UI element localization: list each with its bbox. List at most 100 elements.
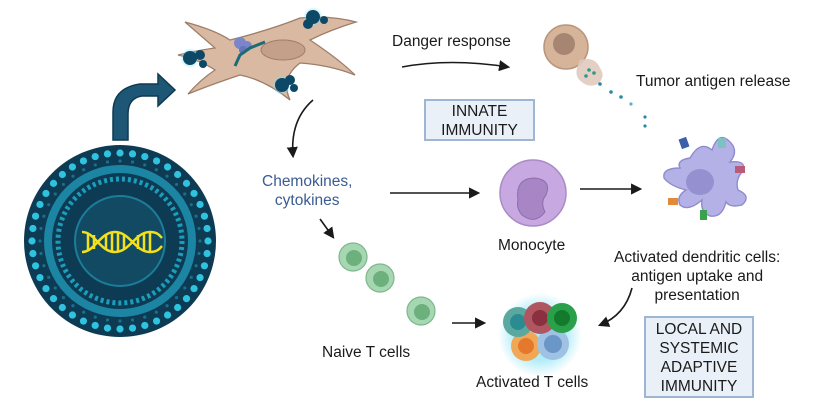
lipid-dot xyxy=(200,262,209,270)
lipid-dot xyxy=(163,311,172,319)
activated-t-cells xyxy=(498,293,582,377)
lipid-dot xyxy=(203,249,211,258)
fibroblast-cell xyxy=(177,16,359,101)
lipid-dot xyxy=(197,226,201,231)
lipid-dot xyxy=(31,262,40,270)
lipid-dot xyxy=(174,295,179,300)
label-danger-response: Danger response xyxy=(392,33,511,50)
adaptive-immunity-box: LOCAL AND SYSTEMIC ADAPTIVE IMMUNITY xyxy=(644,316,754,398)
label-activated-t-cells: Activated T cells xyxy=(476,374,589,391)
lipid-dot xyxy=(143,315,147,319)
lipid-dot xyxy=(36,273,44,282)
lipid-dot xyxy=(61,182,66,187)
lipid-dot xyxy=(68,311,77,319)
lipid-dot xyxy=(58,170,66,179)
tumor-cell xyxy=(543,24,647,128)
dna-icon xyxy=(81,230,163,254)
lipid-dot xyxy=(93,315,97,319)
label-monocyte: Monocyte xyxy=(498,237,566,254)
arrow-dendritic-to-activated xyxy=(597,287,633,327)
lipid-dot xyxy=(154,168,158,172)
lipid-dot xyxy=(38,239,42,243)
lipid-dot xyxy=(141,321,149,330)
lipid-dot xyxy=(154,310,158,314)
lipid-dot xyxy=(143,163,147,167)
lipid-dot xyxy=(174,170,182,179)
lipid-dot xyxy=(58,303,66,312)
lipid-dot xyxy=(103,150,112,158)
label-tumor-antigen-release: Tumor antigen release xyxy=(636,73,791,90)
lipid-dot xyxy=(196,273,204,282)
lipid-dot xyxy=(36,200,44,209)
lipid-dot xyxy=(128,324,137,332)
lipid-dot xyxy=(197,251,201,256)
lipid-dot xyxy=(91,152,99,161)
lipid-dot xyxy=(116,149,124,157)
lipid-dot xyxy=(190,189,198,198)
lipid-dot xyxy=(203,224,211,233)
lipid-dot xyxy=(103,324,112,332)
lipid-dot xyxy=(39,251,43,256)
lipid-dot xyxy=(198,239,202,243)
lipid-dot xyxy=(47,275,51,279)
lipid-dot xyxy=(49,179,58,187)
lipid-dot xyxy=(47,203,51,207)
lipid-dot xyxy=(189,203,193,207)
lipid-dot xyxy=(93,163,97,167)
lipid-dot xyxy=(29,224,37,233)
lipid-dot xyxy=(79,157,88,165)
lipid-dot xyxy=(165,304,169,308)
innate-immunity-box: INNATE IMMUNITY xyxy=(424,99,535,141)
label-activated-dendritic-cells: Activated dendritic cells: antigen uptak… xyxy=(614,249,781,304)
arrow-cell-to-chemokines xyxy=(286,99,314,159)
dendritic-cell xyxy=(663,136,747,220)
lipid-dot xyxy=(82,310,86,314)
delivery-arrow xyxy=(112,72,177,141)
lipid-dot xyxy=(29,249,37,258)
lipid-dot xyxy=(182,179,191,187)
lipid-dot xyxy=(71,304,75,308)
lipid-dot xyxy=(183,192,187,196)
arrow-danger-response xyxy=(401,60,511,72)
lipid-dot xyxy=(194,264,198,268)
lipid-dot xyxy=(91,321,99,330)
lipid-dot xyxy=(42,284,50,293)
lipid-dot xyxy=(130,160,135,164)
lipid-dot xyxy=(152,157,161,165)
lipid-dot xyxy=(141,152,149,161)
lipid-dot xyxy=(183,286,187,290)
lipid-dot xyxy=(190,284,198,293)
lipid-dot xyxy=(182,295,191,303)
lipid-dot xyxy=(130,318,135,322)
lipid-dot xyxy=(128,150,137,158)
lipid-dot xyxy=(71,174,75,178)
lipid-dot xyxy=(118,159,122,163)
lipid-dot xyxy=(49,295,58,303)
naive-t-cells xyxy=(338,242,436,326)
lipid-dot xyxy=(196,200,204,209)
lipid-dot xyxy=(116,325,124,333)
lipid-dot xyxy=(194,214,198,218)
lipid-dot xyxy=(200,212,209,220)
lipid-dot xyxy=(189,275,193,279)
nanoparticle-cluster xyxy=(180,7,328,95)
lipid-dot xyxy=(165,174,169,178)
lipid-dot xyxy=(68,163,77,171)
lipid-dot xyxy=(105,160,110,164)
lipid-dot xyxy=(79,317,88,325)
arrow-chemokines-to-tcells xyxy=(319,218,335,239)
label-naive-t-cells: Naive T cells xyxy=(322,344,411,361)
lipid-dot xyxy=(53,286,57,290)
lipid-dot xyxy=(152,317,161,325)
lipid-dot xyxy=(39,226,43,231)
lipid-dot xyxy=(53,192,57,196)
lipid-nanoparticle xyxy=(24,145,216,337)
lipid-dot xyxy=(163,163,172,171)
lipid-dot xyxy=(174,182,179,187)
lipid-dot xyxy=(42,264,46,268)
lipid-dot xyxy=(204,237,212,245)
lipid-dot xyxy=(28,237,36,245)
lipid-dot xyxy=(82,168,86,172)
lipid-dot xyxy=(105,318,110,322)
